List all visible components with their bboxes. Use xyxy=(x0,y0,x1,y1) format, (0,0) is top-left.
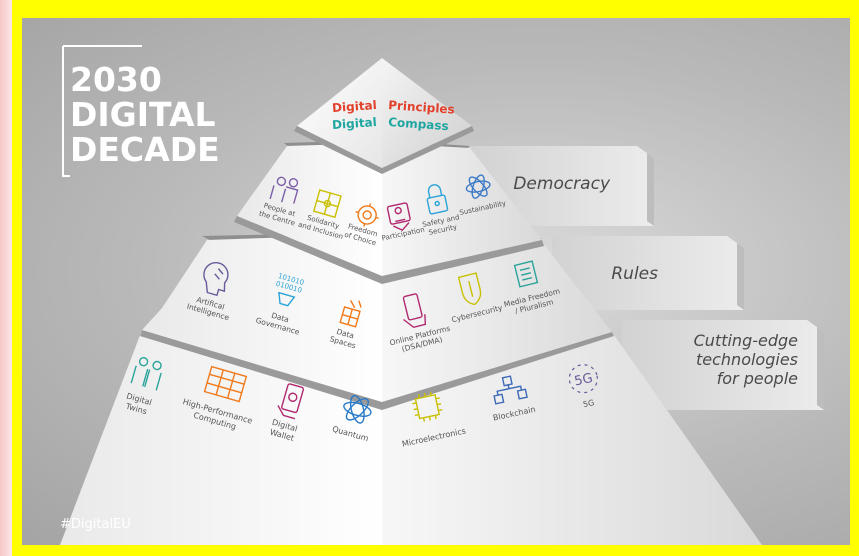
tier2-left-face xyxy=(142,234,382,402)
apex-right-face xyxy=(382,58,472,168)
hashtag: #DigitalEU xyxy=(60,517,131,532)
participation-icon xyxy=(386,202,411,232)
ai-head-icon xyxy=(203,261,229,297)
lock-icon xyxy=(426,184,449,215)
apex-digital-red: Digital xyxy=(332,98,378,115)
banner-technologies: Cutting-edge technologies for people xyxy=(622,320,824,410)
banner-tech-line-3: for people xyxy=(717,369,798,388)
phone-hand-icon xyxy=(402,293,427,329)
apex-compass: Compass xyxy=(388,115,449,133)
5g-icon-text: 5G xyxy=(573,371,594,389)
apex: Digital Principles Digital Compass xyxy=(294,58,474,174)
item-5g: 5G 5G xyxy=(568,364,598,409)
item-data-spaces: Data Spaces xyxy=(329,300,362,350)
title-line-2: DIGITAL xyxy=(70,95,216,134)
news-icon xyxy=(513,260,539,288)
apex-left-face xyxy=(297,58,382,168)
wallet-phone-icon xyxy=(277,383,305,420)
server-icon xyxy=(203,365,248,403)
quantum-icon xyxy=(343,394,372,424)
banner-rules-shape xyxy=(552,236,744,310)
banner-democracy-shape xyxy=(470,146,654,226)
infographic-panel: 2030 DIGITAL DECADE Democracy Rules Cutt… xyxy=(22,18,850,545)
banner-rules-edge xyxy=(727,236,744,310)
title-bracket xyxy=(62,46,70,177)
tier1-left-face xyxy=(237,143,382,276)
apex-digital-teal: Digital xyxy=(332,115,378,132)
title-box: 2030 DIGITAL DECADE xyxy=(62,45,220,177)
5g-icon: 5G xyxy=(568,364,598,394)
tier1-right-face xyxy=(382,143,542,276)
puzzle-icon xyxy=(312,189,342,219)
banner-rules: Rules xyxy=(552,236,744,310)
data-spaces-icon xyxy=(339,300,362,328)
title-line-3: DECADE xyxy=(70,130,220,169)
blockchain-icon xyxy=(493,375,528,405)
atom-icon xyxy=(465,174,491,199)
gear-icon xyxy=(355,203,379,227)
people-icon xyxy=(269,176,299,204)
twins-icon xyxy=(130,356,162,391)
banner-tech-edge xyxy=(807,320,824,410)
banner-rules-label: Rules xyxy=(611,264,658,284)
apex-principles: Principles xyxy=(388,98,455,117)
title-line-1: 2030 xyxy=(70,60,162,99)
shield-icon xyxy=(457,272,482,306)
left-edge-strip xyxy=(0,0,12,556)
pyramid-diagram: 2030 DIGITAL DECADE Democracy Rules Cutt… xyxy=(60,45,824,545)
banner-tech-line-1: Cutting-edge xyxy=(694,331,799,350)
banner-tech-line-2: technologies xyxy=(696,350,798,369)
chip-icon xyxy=(412,391,443,422)
banner-democracy: Democracy xyxy=(470,146,654,226)
banner-tech-shape xyxy=(622,320,824,410)
banner-democracy-label: Democracy xyxy=(513,174,611,194)
tier2-right-face xyxy=(382,234,612,402)
banner-democracy-edge xyxy=(637,146,654,226)
item-label-1: 5G xyxy=(582,398,595,409)
